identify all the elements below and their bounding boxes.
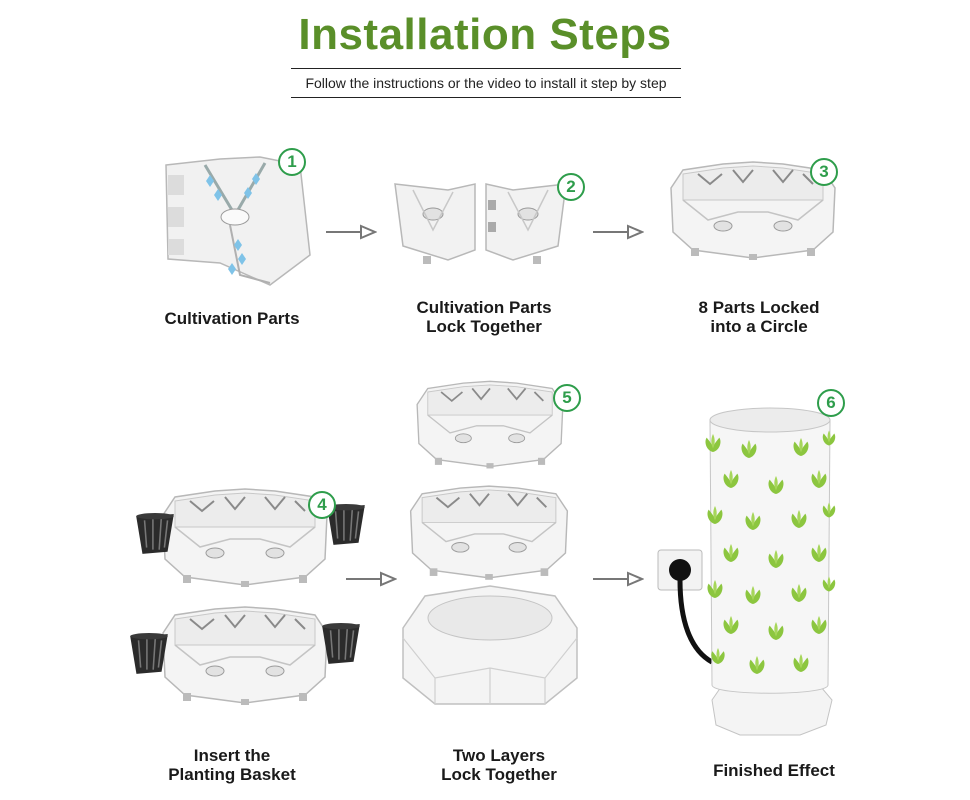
step-label: Two Layers Lock Together [441,746,557,784]
step-label: Cultivation Parts Lock Together [416,298,552,336]
arrow-right-icon [345,571,397,587]
step-2-illustration [394,183,567,264]
step-number-badge: 4 [308,491,336,519]
step-6-illustration [657,407,836,736]
step-label: Finished Effect [713,761,835,780]
step-number-badge: 2 [557,173,585,201]
page-title: Installation Steps [298,10,672,59]
step-number-badge: 6 [817,389,845,417]
step-4-illustration [162,488,328,705]
net-pot-icon [134,512,176,558]
step-number-badge: 1 [278,148,306,176]
net-pot-icon [320,622,362,668]
step-number-badge: 3 [810,158,838,186]
step-label: Insert the Planting Basket [168,746,296,784]
arrow-right-icon [592,571,644,587]
net-pot-icon [128,632,170,678]
step-label: 8 Parts Locked into a Circle [698,298,820,336]
step-5-illustration [402,380,578,705]
step-1-illustration [165,156,311,286]
step-number-badge: 5 [553,384,581,412]
step-label: Cultivation Parts [164,309,300,328]
page-subtitle: Follow the instructions or the video to … [291,68,681,98]
arrow-right-icon [325,224,377,240]
arrow-right-icon [592,224,644,240]
